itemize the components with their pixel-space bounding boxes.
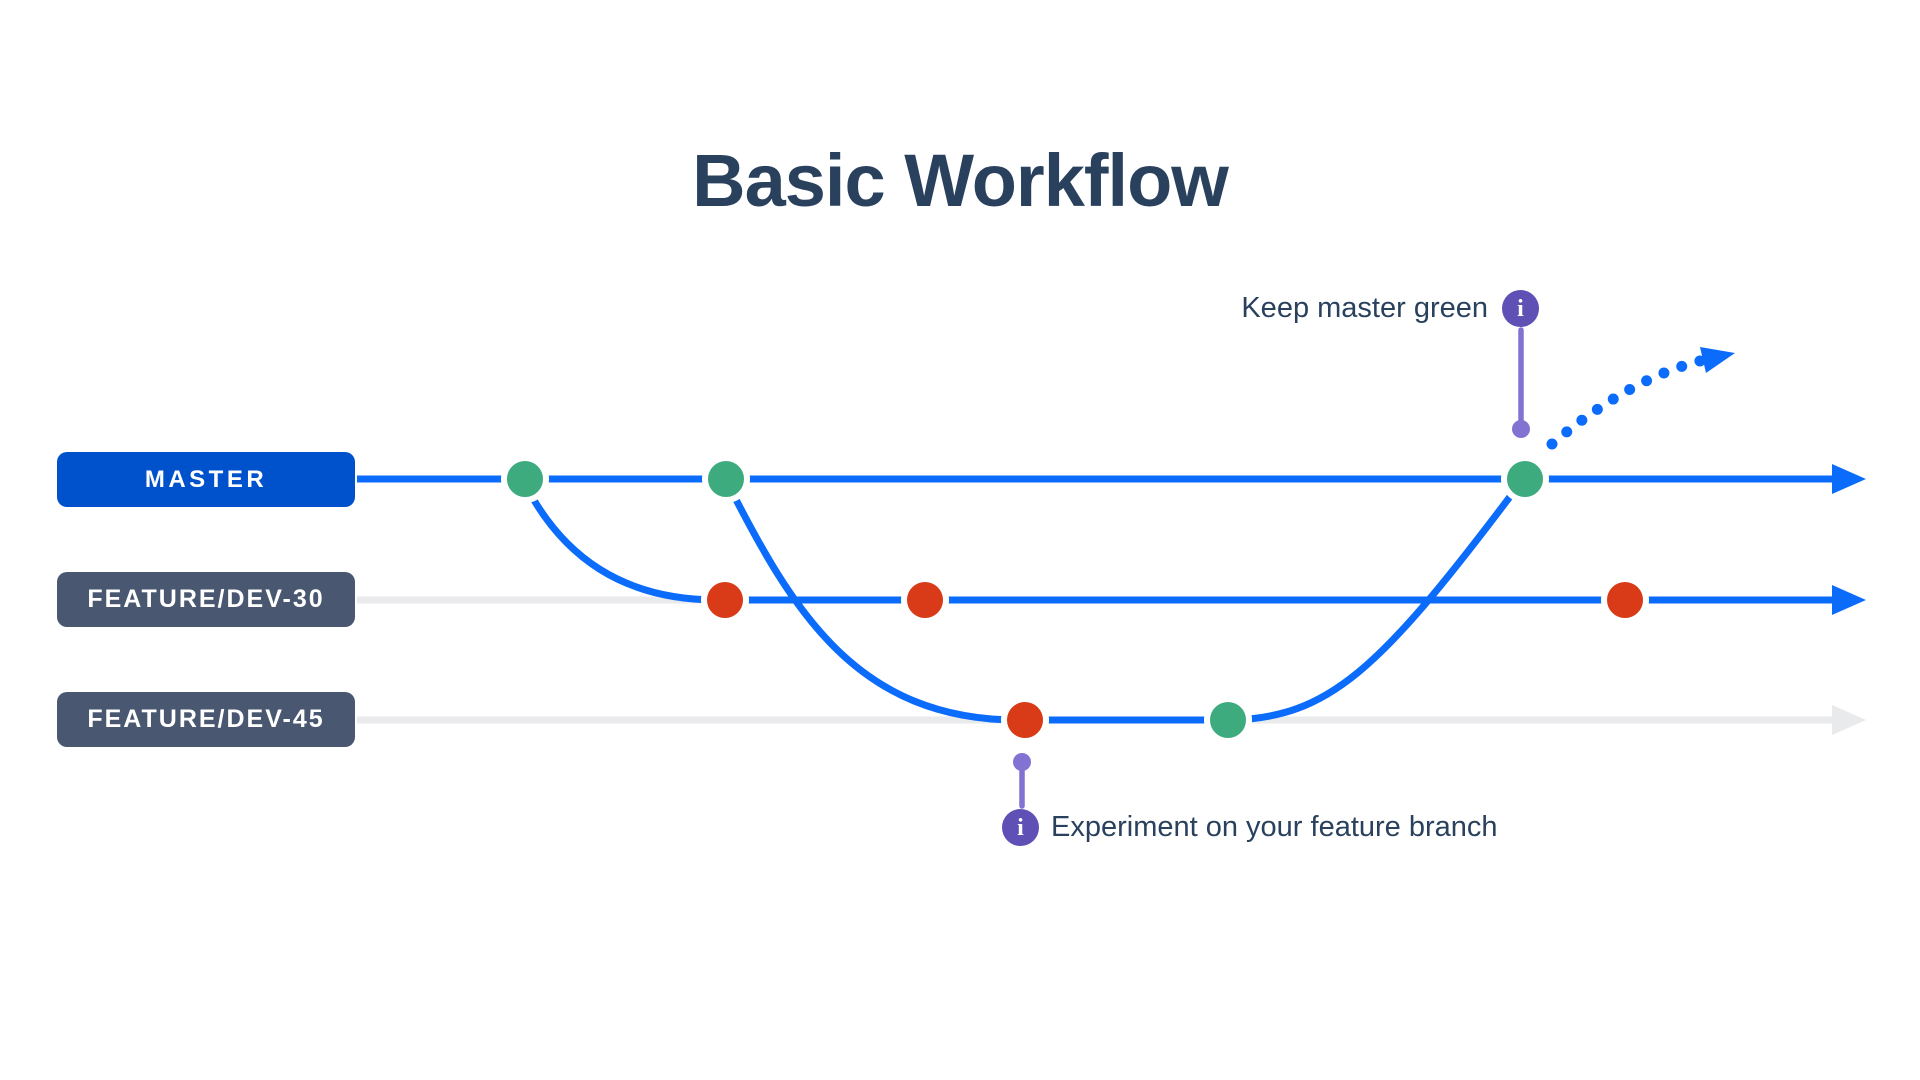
branch-label-feature-dev-45: FEATURE/DEV-45	[57, 692, 355, 747]
branch-label-feature-dev-30: FEATURE/DEV-30	[57, 572, 355, 627]
commit-dot-green	[702, 455, 750, 503]
connector-dot-keep-master-green	[1512, 420, 1530, 438]
arrowhead-feature-dev-30	[1832, 585, 1866, 615]
arrowhead-dotted-arc	[1700, 347, 1735, 373]
merge-curve-dev-45-to-master	[1228, 490, 1516, 724]
commit-dots	[501, 455, 1649, 744]
branch-label-master: MASTER	[57, 452, 355, 507]
branch-label-master-text: MASTER	[144, 465, 268, 493]
dotted-future-arc	[1546, 353, 1714, 450]
branch-curve-master-to-dev-30	[521, 480, 722, 604]
commit-dot-green	[1501, 455, 1549, 503]
branch-label-feature-dev-45-text: FEATURE/DEV-45	[87, 705, 325, 733]
commit-dot-red	[901, 576, 949, 624]
info-icon-glyph: i	[1017, 814, 1024, 841]
commit-dot-red	[701, 576, 749, 624]
info-icon-glyph: i	[1517, 295, 1524, 322]
branch-label-feature-dev-30-text: FEATURE/DEV-30	[87, 585, 325, 613]
commit-dot-red	[1001, 696, 1049, 744]
info-icon-experiment: i	[1002, 809, 1039, 846]
commit-dot-green	[1204, 696, 1252, 744]
branch-curve-master-to-dev-45	[724, 480, 1022, 724]
annotation-keep-master-green: Keep master green	[1241, 292, 1488, 324]
arrowhead-feature-dev-45	[1832, 705, 1866, 735]
page-title: Basic Workflow	[692, 138, 1229, 222]
commit-dot-green	[501, 455, 549, 503]
annotation-experiment: Experiment on your feature branch	[1051, 811, 1498, 843]
arrowhead-master	[1832, 464, 1866, 494]
info-icon-keep-master-green: i	[1502, 290, 1539, 327]
commit-dot-red	[1601, 576, 1649, 624]
